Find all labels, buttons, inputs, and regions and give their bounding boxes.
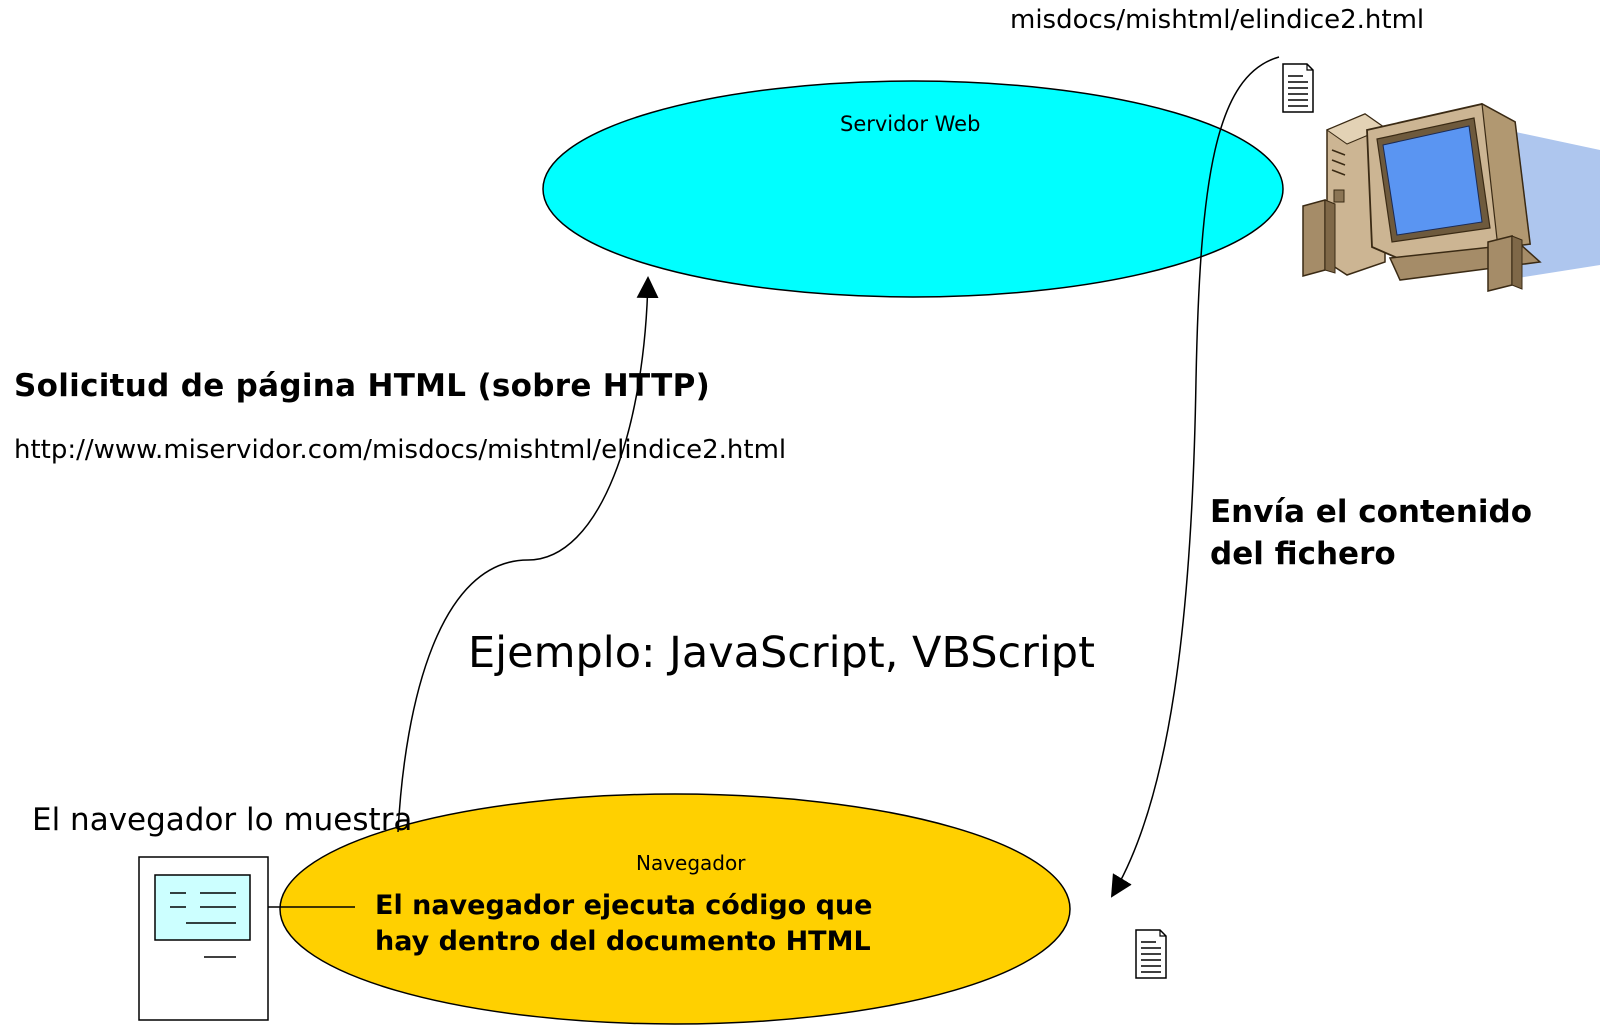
browser-label: Navegador xyxy=(636,851,746,875)
sends-content-label-line2: del fichero xyxy=(1210,536,1396,572)
request-arrow xyxy=(397,276,659,833)
browser-executes-label-line1: El navegador ejecuta código que xyxy=(375,890,873,921)
sends-content-label-line1: Envía el contenido xyxy=(1210,494,1533,530)
server-label: Servidor Web xyxy=(840,112,981,136)
file-path-label: misdocs/mishtml/elindice2.html xyxy=(1010,5,1425,35)
browser-shows-label: El navegador lo muestra xyxy=(32,802,413,838)
browser-executes-label-line2: hay dentro del documento HTML xyxy=(375,926,871,957)
response-arrow xyxy=(1110,56,1280,898)
browser-ellipse xyxy=(279,793,1071,1025)
example-label: Ejemplo: JavaScript, VBScript xyxy=(468,628,1095,678)
browser-window-icon xyxy=(138,856,269,1021)
server-ellipse xyxy=(542,80,1284,298)
document-icon xyxy=(1135,929,1167,979)
request-url: http://www.miservidor.com/misdocs/mishtm… xyxy=(14,435,787,465)
desktop-computer-icon xyxy=(1302,102,1600,292)
request-title: Solicitud de página HTML (sobre HTTP) xyxy=(14,368,711,404)
document-icon xyxy=(1282,63,1314,113)
